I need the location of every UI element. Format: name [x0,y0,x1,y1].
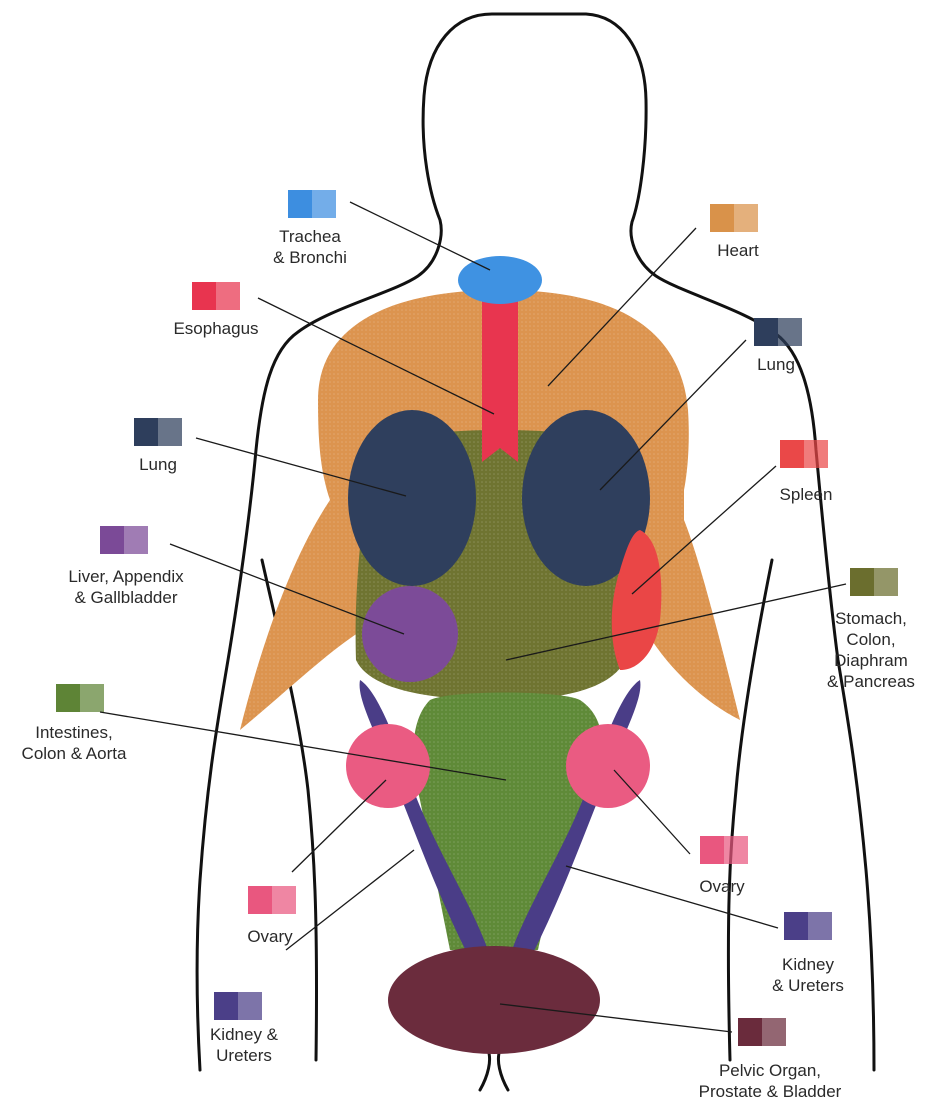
swatch-heart [710,204,758,232]
label-lung-right: Lung [748,354,804,375]
label-liver: Liver, Appendix& Gallbladder [56,566,196,608]
label-kidney-left: Kidney &Ureters [196,1024,292,1066]
ovary-left-region [346,724,430,808]
swatch-ovary-right [700,836,748,864]
swatch-lung-left [134,418,182,446]
swatch-lung-right [754,318,802,346]
label-trachea: Trachea& Bronchi [262,226,358,268]
label-lung-left: Lung [130,454,186,475]
swatch-pelvic [738,1018,786,1046]
label-esophagus: Esophagus [166,318,266,339]
esophagus-region [482,300,518,462]
lung-left-region [348,410,476,586]
liver-region [362,586,458,682]
label-spleen: Spleen [770,484,842,505]
label-ovary-left: Ovary [240,926,300,947]
label-kidney-right: Kidney& Ureters [756,954,860,996]
swatch-ovary-left [248,886,296,914]
swatch-intestines [56,684,104,712]
label-intestines: Intestines,Colon & Aorta [4,722,144,764]
label-stomach: Stomach,Colon,Diaphram& Pancreas [812,608,930,692]
swatch-trachea [288,190,336,218]
swatch-esophagus [192,282,240,310]
swatch-spleen [780,440,828,468]
pelvic-region [388,946,600,1054]
label-ovary-right: Ovary [692,876,752,897]
label-pelvic: Pelvic Organ,Prostate & Bladder [674,1060,866,1102]
swatch-liver [100,526,148,554]
trachea-region [458,256,542,304]
swatch-kidney-right [784,912,832,940]
swatch-stomach [850,568,898,596]
label-heart: Heart [702,240,774,261]
swatch-kidney-left [214,992,262,1020]
